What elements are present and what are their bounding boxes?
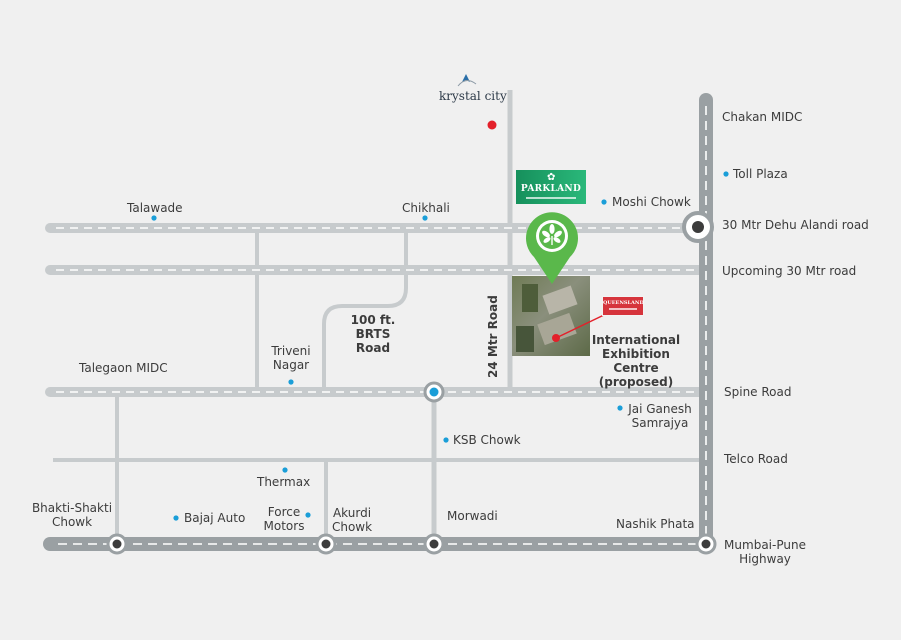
- poi-dot-toll-plaza[interactable]: [723, 171, 729, 177]
- label-bhakti-shakti: Bhakti-Shakti Chowk: [31, 501, 113, 529]
- label-nashik-phata: Nashik Phata: [616, 517, 695, 531]
- project-site-aerial[interactable]: [512, 276, 607, 356]
- label-triveni-nagar: Triveni Nagar: [271, 344, 311, 372]
- label-ksb-chowk: KSB Chowk: [453, 433, 521, 447]
- label-upcoming-road: Upcoming 30 Mtr road: [722, 264, 857, 278]
- road-brts[interactable]: [322, 228, 408, 392]
- krystal-city-logo-icon: [457, 74, 477, 87]
- minor-roads: [53, 90, 706, 544]
- label-bajaj-auto: Bajaj Auto: [184, 511, 246, 525]
- poi-dot-krystal-city[interactable]: [487, 120, 497, 130]
- label-brts-road: 100 ft. BRTS Road: [350, 313, 396, 355]
- poi-dot-moshi-chowk[interactable]: [601, 199, 607, 205]
- label-24-mtr-road: 24 Mtr Road: [486, 295, 500, 378]
- junction-spine-road[interactable]: [423, 381, 445, 403]
- poi-dots: [151, 120, 729, 521]
- label-toll-plaza: Toll Plaza: [733, 167, 788, 181]
- label-chikhali: Chikhali: [402, 201, 450, 215]
- parkland-logo[interactable]: ✿ PARKLAND: [516, 170, 586, 204]
- poi-dot-force-motors[interactable]: [305, 512, 311, 518]
- queensland-logo[interactable]: QUEENSLAND: [602, 296, 644, 316]
- poi-dot-bajaj-auto[interactable]: [173, 515, 179, 521]
- leaf-icon: [542, 224, 562, 245]
- queensland-tagline-line: [609, 308, 637, 310]
- poi-dot-thermax[interactable]: [282, 467, 288, 473]
- junctions: [106, 211, 717, 555]
- label-force-motors: Force Motors: [263, 505, 305, 533]
- label-mumbai-pune-highway: Mumbai-Pune Highway: [724, 538, 806, 566]
- label-exhibition-centre: International Exhibition Centre (propose…: [591, 333, 681, 389]
- label-chakan-midc: Chakan MIDC: [722, 110, 803, 124]
- poi-dot-ksb-chowk[interactable]: [443, 437, 449, 443]
- location-pin-icon[interactable]: [526, 212, 578, 284]
- poi-dot-jai-ganesh[interactable]: [617, 405, 623, 411]
- junction-morwadi[interactable]: [423, 533, 445, 555]
- parkland-tagline-line: [526, 197, 576, 199]
- queensland-logo-text: QUEENSLAND: [603, 300, 644, 306]
- junction-bhakti-shakti[interactable]: [106, 533, 128, 555]
- label-dehu-alandi-road: 30 Mtr Dehu Alandi road: [722, 218, 869, 232]
- major-roads: [43, 93, 713, 551]
- label-thermax: Thermax: [257, 475, 311, 489]
- junction-akurdi[interactable]: [315, 533, 337, 555]
- label-talawade: Talawade: [127, 201, 183, 215]
- label-moshi-chowk: Moshi Chowk: [612, 195, 691, 209]
- label-spine-road: Spine Road: [724, 385, 792, 399]
- poi-dot-triveni-nagar[interactable]: [288, 379, 294, 385]
- label-krystal-city: krystal city: [439, 89, 507, 103]
- label-morwadi: Morwadi: [447, 509, 498, 523]
- poi-dot-talawade[interactable]: [151, 215, 157, 221]
- label-akurdi-chowk: Akurdi Chowk: [331, 506, 373, 534]
- label-jai-ganesh: Jai Ganesh Samrajya: [628, 402, 692, 430]
- poi-dot-chikhali[interactable]: [422, 215, 428, 221]
- parkland-logo-text: PARKLAND: [520, 184, 582, 194]
- label-talegaon-midc: Talegaon MIDC: [79, 361, 168, 375]
- junction-nashik-phata[interactable]: [695, 533, 717, 555]
- parkland-leaf-icon: ✿: [547, 172, 556, 183]
- junction-dehu-alandi[interactable]: [682, 211, 714, 243]
- label-telco-road: Telco Road: [724, 452, 788, 466]
